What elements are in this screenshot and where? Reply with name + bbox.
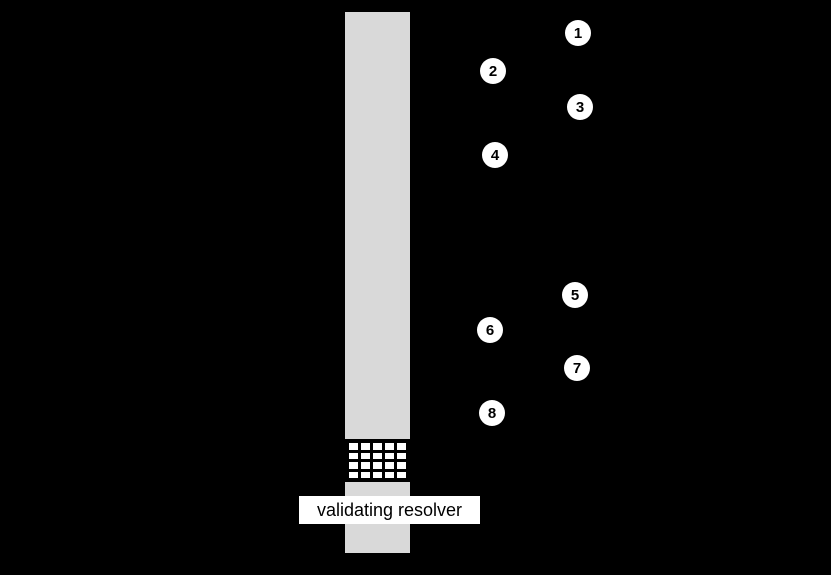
step-badge-4: 4: [482, 142, 508, 168]
step-badge-7: 7: [564, 355, 590, 381]
key-grid-cell: [373, 462, 382, 469]
key-grid-cell: [361, 452, 370, 459]
step-badge-8: 8: [479, 400, 505, 426]
key-grid-cell: [349, 462, 358, 469]
key-grid-cell: [349, 452, 358, 459]
step-badge-6: 6: [477, 317, 503, 343]
key-grid-cell: [361, 462, 370, 469]
key-grid-cell: [361, 471, 370, 478]
key-grid-cell: [349, 443, 358, 450]
key-grid-cell: [373, 443, 382, 450]
key-grid-cell: [385, 452, 394, 459]
key-grid-cell: [385, 462, 394, 469]
step-badge-3: 3: [567, 94, 593, 120]
key-grid-cell: [397, 462, 406, 469]
key-grid-cell: [361, 443, 370, 450]
step-badge-1: 1: [565, 20, 591, 46]
key-grid-cell: [373, 471, 382, 478]
step-badge-5: 5: [562, 282, 588, 308]
key-grid-cell: [397, 471, 406, 478]
step-badge-2: 2: [480, 58, 506, 84]
key-grid-cell: [349, 471, 358, 478]
resolver-label: validating resolver: [299, 496, 480, 524]
key-grid-cell: [385, 471, 394, 478]
key-grid-cell: [397, 452, 406, 459]
key-grid-cell: [397, 443, 406, 450]
trust-anchor-key-grid: [345, 439, 410, 482]
key-grid-cell: [385, 443, 394, 450]
key-grid-cell: [373, 452, 382, 459]
